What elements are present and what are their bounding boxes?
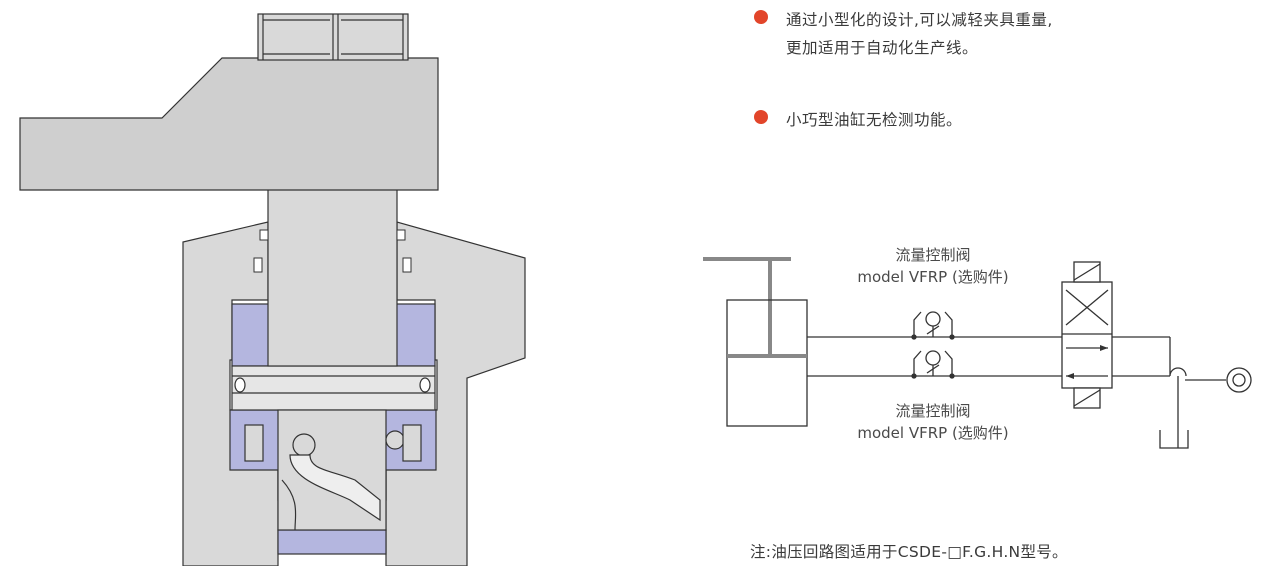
feature-line: 小巧型油缸无检测功能。: [786, 111, 963, 129]
valve-label-line1: 流量控制阀: [895, 402, 971, 420]
hex-nut: [257, 13, 409, 61]
bullet-dot-icon: [754, 10, 768, 24]
directional-control-valve: [1061, 261, 1113, 409]
circuit-note: 注:油压回路图适用于CSDE-□F.G.H.N型号。: [750, 543, 1068, 561]
flow-control-valve-upper: [911, 311, 955, 340]
piston-rod: [267, 185, 398, 367]
lower-valve-label: 流量控制阀 model VFRP (选购件): [813, 400, 1053, 444]
clamp-arm: [19, 57, 439, 191]
piston-plate: [231, 365, 436, 411]
valve-label-line1: 流量控制阀: [895, 246, 971, 264]
bullet-dot-icon: [754, 110, 768, 124]
feature-text: 小巧型油缸无检测功能。: [786, 106, 962, 134]
feature-item-no-detection: 小巧型油缸无检测功能。: [754, 106, 962, 134]
cylinder-body: [726, 299, 808, 427]
feature-text: 通过小型化的设计,可以减轻夹具重量, 更加适用于自动化生产线。: [786, 6, 1053, 62]
flow-control-valve-lower: [911, 350, 955, 379]
neck-seals: [253, 229, 412, 273]
valve-label-line2: model VFRP (选购件): [857, 268, 1009, 286]
hydraulic-circuit-diagram: [703, 257, 1252, 449]
upper-valve-label: 流量控制阀 model VFRP (选购件): [813, 244, 1053, 288]
pressure-port-icon: [1226, 367, 1252, 393]
feature-line: 更加适用于自动化生产线。: [786, 39, 979, 57]
clamp-cross-section-drawing: [19, 13, 526, 566]
cam-mechanism: [244, 409, 422, 531]
feature-line: 通过小型化的设计,可以减轻夹具重量,: [786, 11, 1053, 29]
valve-label-line2: model VFRP (选购件): [857, 424, 1009, 442]
feature-item-lightweight: 通过小型化的设计,可以减轻夹具重量, 更加适用于自动化生产线。: [754, 6, 1053, 62]
